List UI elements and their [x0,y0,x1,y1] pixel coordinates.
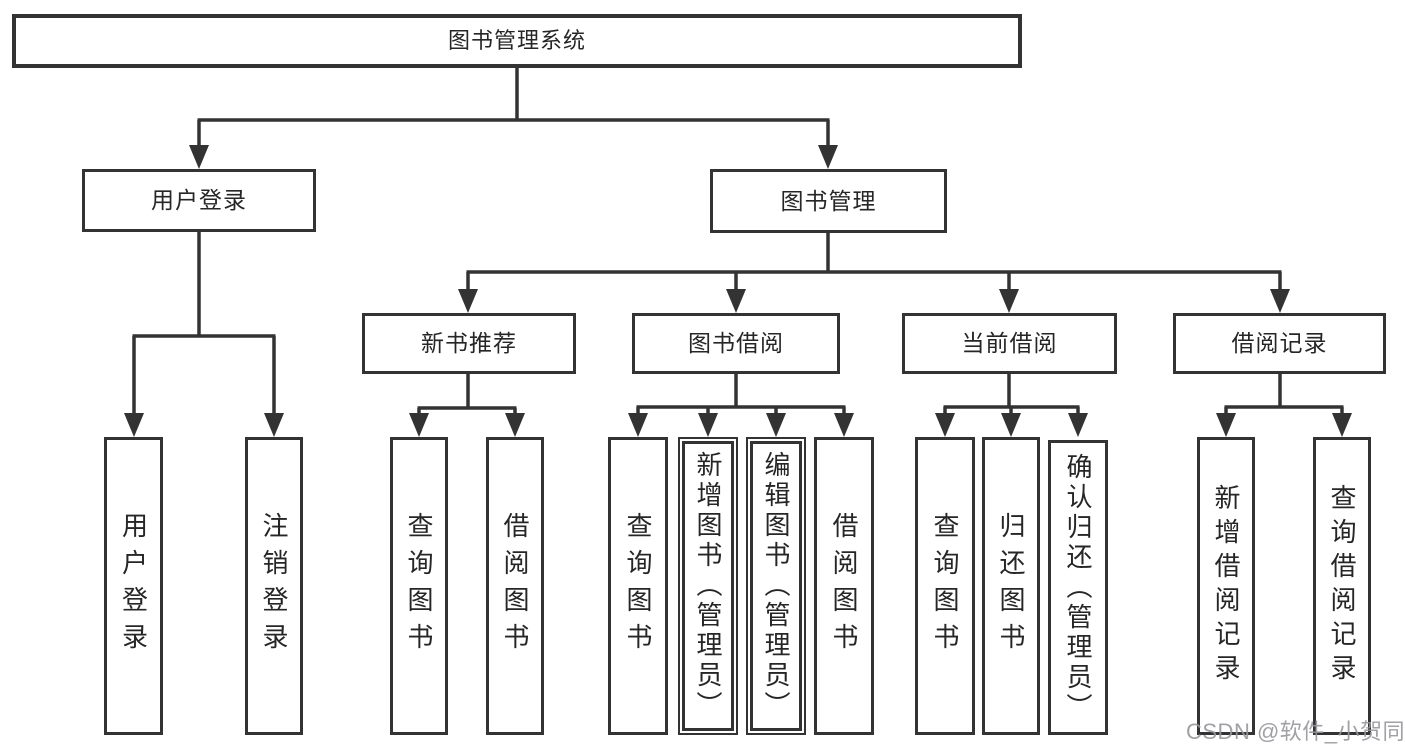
leaf-borrow-book-1: 借阅图书 [486,437,544,735]
leaf-label: 归还图书 [996,512,1026,660]
leaf-edit-book-admin: 编辑图书（管理员） [746,437,806,735]
leaf-label: 查询图书 [404,512,434,660]
node-label: 当前借阅 [961,330,1058,356]
leaf-label: 新增图书（管理员） [693,451,723,721]
leaf-label: 编辑图书（管理员） [761,451,791,721]
leaf-query-book-2: 查询图书 [608,437,668,735]
node-label: 图书借阅 [688,330,784,356]
node-book-management: 图书管理 [710,169,947,233]
leaf-query-book-1: 查询图书 [390,437,448,735]
leaf-label: 借阅图书 [829,512,859,660]
leaf-label: 查询图书 [623,512,653,660]
leaf-label: 借阅图书 [500,512,530,660]
leaf-label: 用户登录 [118,512,149,660]
leaf-logout: 注销登录 [245,437,303,735]
node-new-book-recommend: 新书推荐 [362,313,576,374]
node-root-label: 图书管理系统 [447,28,586,53]
leaf-confirm-return-admin: 确认归还（管理员） [1048,440,1108,735]
csdn-watermark: CSDN @软件_小贺同学 [1186,719,1405,744]
leaf-label: 新增借阅记录 [1211,484,1241,688]
node-current-borrow: 当前借阅 [902,313,1117,374]
node-borrow-records: 借阅记录 [1173,313,1386,374]
node-label: 用户登录 [151,187,247,213]
leaf-label: 注销登录 [259,512,289,660]
leaf-borrow-book-2: 借阅图书 [814,437,874,735]
node-root: 图书管理系统 [12,14,1022,68]
leaf-label: 确认归还（管理员） [1063,452,1093,723]
leaf-label: 查询借阅记录 [1327,484,1357,688]
node-label: 新书推荐 [421,330,517,356]
leaf-query-borrow-record: 查询借阅记录 [1313,437,1371,735]
node-book-borrow: 图书借阅 [632,313,840,374]
leaf-return-book: 归还图书 [982,437,1040,735]
leaf-label: 查询图书 [930,512,960,660]
leaf-user-login: 用户登录 [104,437,163,735]
node-label: 借阅记录 [1231,330,1328,356]
leaf-add-borrow-record: 新增借阅记录 [1197,437,1255,735]
leaf-add-book-admin: 新增图书（管理员） [678,437,738,735]
node-user-login-branch: 用户登录 [82,169,316,232]
node-label: 图书管理 [780,187,877,214]
leaf-query-book-3: 查询图书 [915,437,975,735]
